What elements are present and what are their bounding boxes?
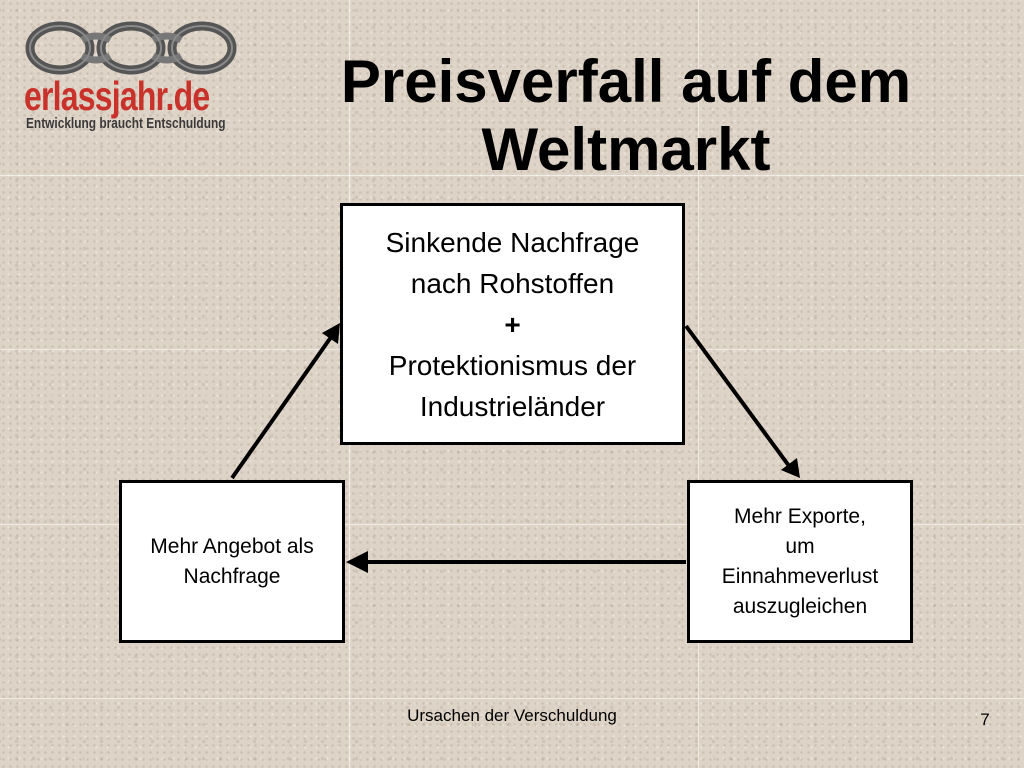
arrow-left-to-top: [230, 328, 338, 480]
arrow-top-to-right-head: [781, 458, 800, 478]
box-top-line-2: nach Rohstoffen: [410, 267, 615, 299]
box-top-line-3: Protektionismus der: [388, 349, 637, 381]
box-right-line-3: Einnahmeverlust: [721, 564, 879, 588]
box-top-line-1: Sinkende Nachfrage: [385, 226, 640, 258]
arrow-right-to-left-head: [346, 551, 368, 573]
background-tile-line: [698, 0, 699, 768]
box-right-line-2: um: [785, 534, 815, 558]
slide-title: Preisverfall auf dem Weltmarkt: [300, 48, 952, 184]
slide-number: 7: [980, 710, 990, 729]
box-right-line-1: Mehr Exporte,: [734, 504, 866, 528]
background-tile-line: [0, 524, 1024, 525]
chain-links-icon: [25, 21, 237, 75]
plus-sign: +: [504, 308, 521, 340]
footer-caption: Ursachen der Verschuldung: [407, 706, 617, 725]
slide-title-line-2: Weltmarkt: [481, 116, 771, 183]
background-tile-line: [0, 698, 1024, 699]
logo-wordmark: erlassjahr.de: [24, 73, 210, 119]
box-mehr-exporte: Mehr Exporte, um Einnahmeverlust auszugl…: [687, 480, 913, 643]
arrow-top-to-right: [684, 324, 794, 472]
box-left-line-1: Mehr Angebot als: [150, 534, 314, 558]
box-left-line-2: Nachfrage: [183, 564, 281, 588]
erlassjahr-logo: erlassjahr.de Entwicklung braucht Entsch…: [22, 18, 247, 138]
background-tile-line: [0, 175, 1024, 176]
slide-title-line-1: Preisverfall auf dem: [340, 48, 912, 115]
box-mehr-angebot: Mehr Angebot als Nachfrage: [119, 480, 345, 643]
box-top-line-4: Industrieländer: [419, 390, 606, 422]
box-right-line-4: auszugleichen: [732, 594, 868, 618]
arrow-left-to-top-head: [322, 323, 340, 344]
box-sinkende-nachfrage: Sinkende Nachfrage nach Rohstoffen + Pro…: [340, 203, 685, 445]
logo-tagline: Entwicklung braucht Entschuldung: [26, 116, 226, 132]
